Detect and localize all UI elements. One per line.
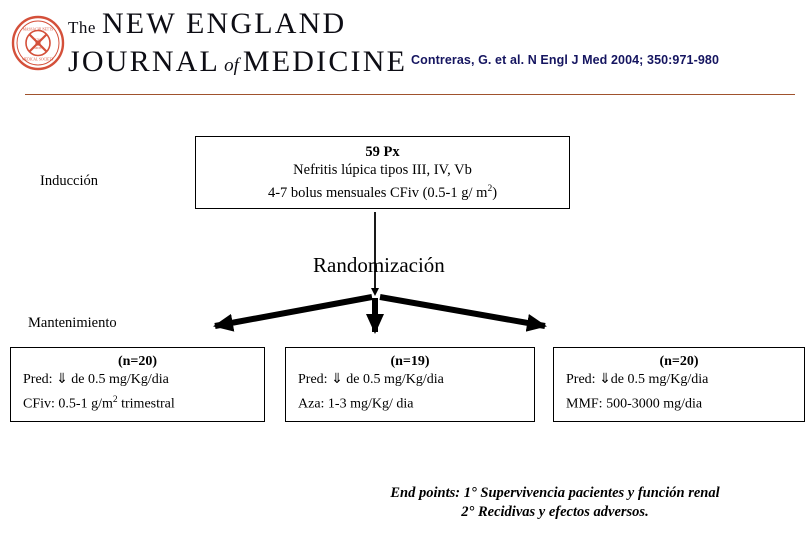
endpoints-block: End points: 1° Supervivencia pacientes y…: [330, 484, 780, 522]
arm1-count: (n=20): [117, 354, 158, 369]
induction-patient-count: 59 Px: [365, 144, 400, 160]
citation-text: Contreras, G. et al. N Engl J Med 2004; …: [411, 53, 720, 67]
arm3-pred-pre: Pred:: [566, 372, 600, 387]
induction-regimen-post: ): [492, 184, 498, 201]
arm2-pred-post: de 0.5 mg/Kg/dia: [342, 372, 444, 387]
induction-regimen-sup: 2: [487, 184, 493, 194]
induction-regimen: 4-7 bolus mensuales CFiv (0.5-1 g/ m2): [196, 180, 569, 203]
arrow-randomization-to-arm3: [379, 294, 547, 332]
maintenance-phase-label: Mantenimiento: [28, 315, 117, 331]
induction-phase-label: Inducción: [40, 173, 98, 189]
wordmark-medicine: MEDICINE: [242, 45, 408, 78]
arm3-count: (n=20): [659, 354, 699, 369]
treatment-arm-box-1: (n=20) Pred: ⇓ de 0.5 mg/Kg/dia CFiv: 0.…: [10, 347, 265, 422]
treatment-arm-box-2: (n=19) Pred: ⇓ de 0.5 mg/Kg/dia Aza: 1-3…: [285, 347, 535, 422]
svg-text:MEDICAL SOCIETY: MEDICAL SOCIETY: [22, 58, 55, 62]
endpoints-primary: End points: 1° Supervivencia pacientes y…: [390, 485, 720, 501]
wordmark-new-england: NEW ENGLAND: [101, 7, 347, 40]
header-divider: [25, 94, 795, 95]
arm1-drug-post: trimestral: [117, 396, 175, 412]
randomization-label: Randomización: [313, 253, 445, 277]
induction-regimen-pre: 4-7 bolus mensuales CFiv (0.5-1 g/ m: [267, 184, 488, 201]
down-arrow-icon: ⇓: [56, 372, 68, 387]
wordmark-the: The: [68, 18, 96, 37]
arm2-drug-pre: Aza: 1-3 mg/Kg/ dia: [298, 396, 414, 412]
svg-text:MDS: MDS: [35, 46, 42, 50]
svg-text:1781: 1781: [35, 38, 42, 42]
arm1-pred-post: de 0.5 mg/Kg/dia: [67, 372, 169, 387]
arm1-pred-pre: Pred:: [23, 372, 57, 387]
arm2-line-prednisone: Pred: ⇓ de 0.5 mg/Kg/dia: [286, 370, 534, 390]
nejm-seal-icon: MASSACHUSETTS MEDICAL SOCIETY 1781 MDS: [10, 15, 66, 71]
wordmark-journal: JOURNAL: [68, 45, 221, 78]
nejm-masthead: MASSACHUSETTS MEDICAL SOCIETY 1781 MDS T…: [0, 0, 810, 95]
arrow-randomization-to-arm1: [213, 294, 373, 332]
endpoints-secondary: 2° Recidivas y efectos adversos.: [461, 504, 649, 520]
induction-diagnosis: Nefritis lúpica tipos III, IV, Vb: [293, 162, 472, 178]
down-arrow-icon: ⇓: [599, 372, 611, 387]
arm1-drug-sup: 2: [112, 395, 118, 405]
treatment-arm-box-3: (n=20) Pred: ⇓de 0.5 mg/Kg/dia MMF: 500-…: [553, 347, 805, 422]
arm2-count: (n=19): [390, 354, 430, 369]
arm1-line-prednisone: Pred: ⇓ de 0.5 mg/Kg/dia: [11, 370, 264, 390]
arm1-line-drug: CFiv: 0.5-1 g/m2 trimestral: [11, 390, 264, 415]
svg-text:MASSACHUSETTS: MASSACHUSETTS: [23, 28, 54, 32]
arm2-pred-pre: Pred:: [298, 372, 332, 387]
arm3-line-drug: MMF: 500-3000 mg/dia: [554, 390, 804, 415]
arm1-drug-pre: CFiv: 0.5-1 g/m: [23, 396, 113, 412]
arm3-line-prednisone: Pred: ⇓de 0.5 mg/Kg/dia: [554, 370, 804, 390]
induction-cohort-box: 59 Px Nefritis lúpica tipos III, IV, Vb …: [195, 136, 570, 209]
down-arrow-icon: ⇓: [331, 372, 343, 387]
arm2-line-drug: Aza: 1-3 mg/Kg/ dia: [286, 390, 534, 415]
arm3-pred-post: de 0.5 mg/Kg/dia: [610, 372, 709, 387]
wordmark-of: of: [224, 55, 239, 76]
arm3-drug-pre: MMF: 500-3000 mg/dia: [566, 396, 703, 412]
